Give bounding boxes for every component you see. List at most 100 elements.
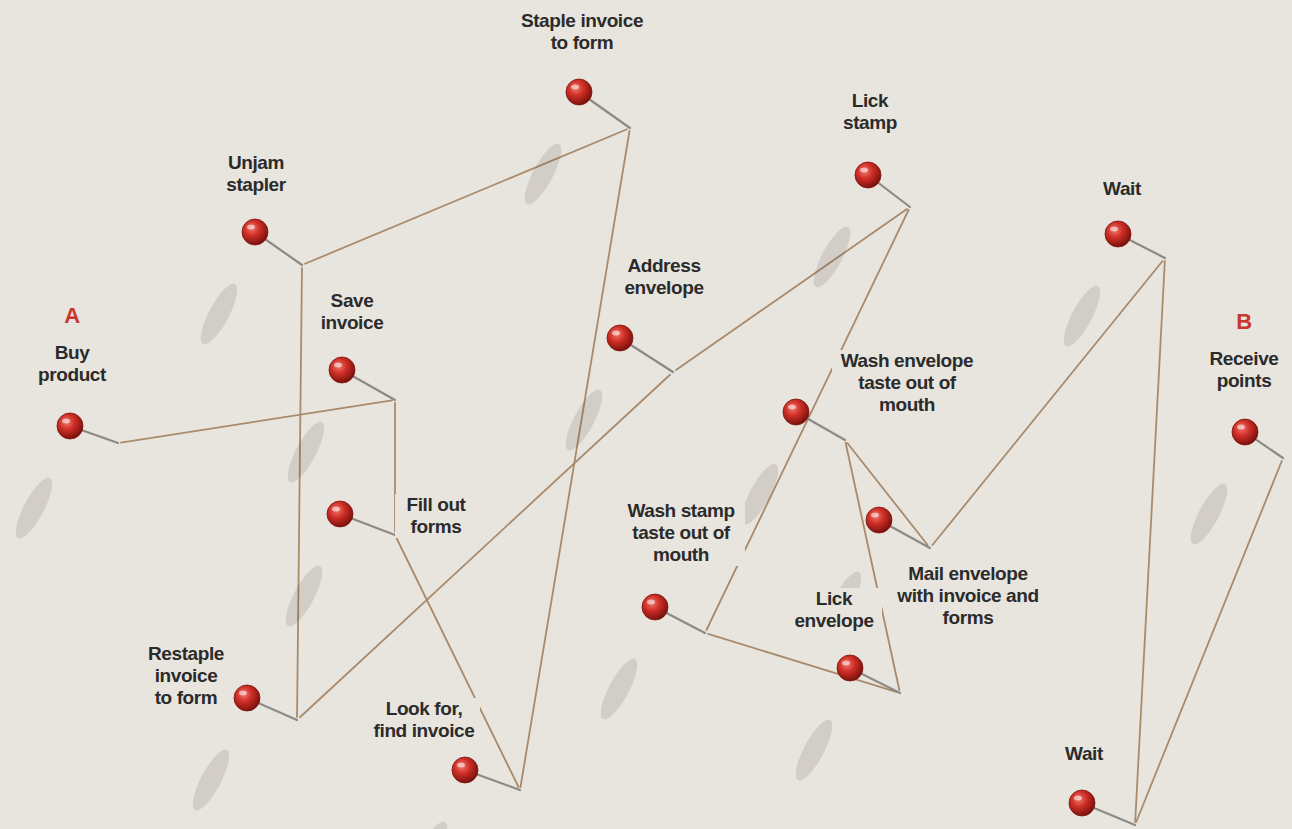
push-pin-node: Wash stamp taste out of mouth (702, 630, 708, 636)
step-label: Wash envelope taste out of mouth (832, 350, 982, 416)
pin-highlight (1110, 227, 1118, 232)
pin-head (329, 357, 355, 383)
push-pin (1015, 705, 1255, 829)
step-label: Lick envelope (786, 588, 882, 632)
push-pin-node: Wait (1132, 822, 1138, 828)
pin-shadow (789, 715, 839, 784)
pin-label: BReceive points (1202, 309, 1286, 392)
string-connector (1136, 461, 1282, 822)
push-pin-node: Wash envelope taste out of mouth (842, 437, 848, 443)
pin-shadow (807, 222, 857, 291)
pin-shadow (279, 561, 329, 630)
push-pin (275, 280, 515, 520)
pin-highlight (239, 691, 247, 696)
step-label: Mail envelope with invoice and forms (893, 563, 1043, 629)
pin-head (607, 325, 633, 351)
push-pin (790, 87, 1030, 327)
string-connector (396, 538, 518, 787)
string-connector (706, 210, 908, 630)
pin-highlight (571, 85, 579, 90)
pin-label: Staple invoice to form (507, 10, 657, 54)
pin-highlight (612, 331, 620, 336)
pin-label: Lick stamp (835, 90, 905, 134)
step-label: Look for, find invoice (368, 698, 480, 742)
pin-head (242, 219, 268, 245)
push-pin-node: BReceive points (1280, 455, 1286, 461)
pin-head (566, 79, 592, 105)
string-connector (847, 443, 927, 545)
pin-label: Restaple invoice to form (141, 643, 231, 709)
pin-label: Mail envelope with invoice and forms (893, 563, 1043, 629)
string-connector (1135, 261, 1165, 822)
pin-label: Lick envelope (786, 588, 882, 632)
pin-shadow (594, 654, 644, 723)
string-connector (121, 400, 392, 442)
step-label: Fill out forms (395, 494, 477, 538)
step-label: Receive points (1202, 348, 1286, 392)
pin-label: Wait (1054, 743, 1114, 765)
pin-shadow (1184, 479, 1234, 548)
pin-label: Save invoice (312, 290, 392, 334)
step-label: Restaple invoice to form (141, 643, 231, 709)
step-label: Staple invoice to form (507, 10, 657, 54)
pin-highlight (842, 661, 850, 666)
pin-highlight (860, 168, 868, 173)
step-label: Buy product (24, 342, 120, 386)
pin-shadow (404, 817, 454, 829)
pin-label: Address envelope (615, 255, 713, 299)
pin-head (855, 162, 881, 188)
pin-shadow (559, 385, 609, 454)
pin-shadow (818, 567, 868, 636)
push-pin-node: Lick envelope (897, 690, 903, 696)
step-label: Unjam stapler (214, 152, 298, 196)
push-pin-node: Staple invoice to form (627, 125, 633, 131)
pin-highlight (871, 513, 879, 518)
pin-label: Fill out forms (395, 494, 477, 538)
pin-highlight (1074, 796, 1082, 801)
pin-highlight (647, 600, 655, 605)
pin-label: Wait (1092, 178, 1152, 200)
pin-label: Wash envelope taste out of mouth (832, 350, 982, 416)
pin-shadow (281, 417, 331, 486)
pin-highlight (457, 763, 465, 768)
step-label: Address envelope (615, 255, 713, 299)
pin-head (234, 685, 260, 711)
pin-head (57, 413, 83, 439)
pin-highlight (62, 419, 70, 424)
push-pin-node: Fill out forms (392, 532, 398, 538)
pin-head (1105, 221, 1131, 247)
pin-shadow (9, 473, 59, 542)
step-label: Wait (1100, 178, 1144, 200)
step-label: Lick stamp (835, 90, 905, 134)
push-pin-node: Lick stamp (907, 204, 913, 210)
push-pin (810, 428, 1050, 668)
string-connector (297, 268, 302, 717)
step-label: Wash stamp taste out of mouth (617, 500, 745, 566)
pin-head (1069, 790, 1095, 816)
push-pin-node: Save invoice (392, 397, 398, 403)
pin-head (783, 399, 809, 425)
pin-head (1232, 419, 1258, 445)
pin-head (837, 655, 863, 681)
pin-label: Look for, find invoice (368, 698, 480, 742)
pin-highlight (1237, 425, 1245, 430)
pin-head (866, 507, 892, 533)
endpoint-letter: A (61, 303, 83, 328)
push-pin-node: Mail envelope with invoice and forms (927, 545, 933, 551)
pin-shadow (518, 139, 568, 208)
push-pin (1045, 138, 1285, 378)
pin-shadow (1057, 281, 1107, 350)
pin-label: Unjam stapler (214, 152, 298, 196)
pin-highlight (788, 405, 796, 410)
string-connector (300, 375, 670, 717)
string-connector (305, 129, 627, 263)
pin-shadow (194, 279, 244, 348)
pin-head (452, 757, 478, 783)
step-label: Wait (1062, 743, 1106, 765)
push-pin-node: Wait (1162, 255, 1168, 261)
string-connector (846, 443, 900, 690)
pin-highlight (334, 363, 342, 368)
pin-shadow (735, 459, 785, 528)
push-pin (400, 670, 640, 829)
